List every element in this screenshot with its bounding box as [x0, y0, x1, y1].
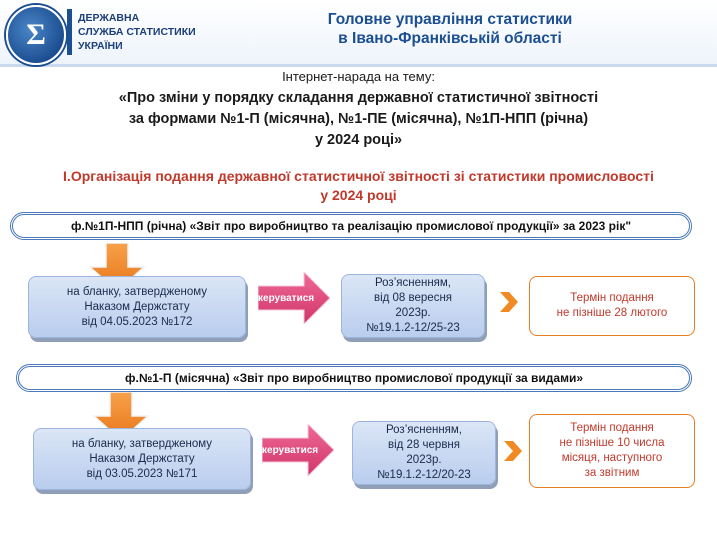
- logo-divider: [67, 9, 72, 55]
- header-title: Головне управління статистики в Івано-Фр…: [327, 11, 573, 47]
- right-arrow-icon: [258, 272, 330, 324]
- deadline-box: Термін подання не пізніше 28 лютого: [529, 276, 695, 336]
- deadline-box: Термін подання не пізніше 10 числа місяц…: [529, 414, 695, 488]
- clarification-box: Роз’ясненням, від 08 вересня 2023р. №19.…: [341, 274, 485, 338]
- blank-approval-box: на бланку, затвердженому Наказом Держста…: [28, 276, 246, 338]
- arrow-label: керуватися: [258, 293, 315, 304]
- organization-name: ДЕРЖАВНА СЛУЖБА СТАТИСТИКИ УКРАЇНИ: [78, 12, 196, 52]
- chevron-right-icon: [504, 441, 522, 461]
- meeting-topic: «Про зміни у порядку складання державної…: [118, 90, 599, 148]
- section-heading: І.Організація подання державної статисти…: [63, 168, 654, 203]
- blank-approval-box: на бланку, затвердженому Наказом Держста…: [33, 428, 251, 490]
- stats-service-emblem-icon: Σ: [6, 5, 66, 65]
- intro-text: Інтернет-нарада на тему:: [282, 69, 435, 84]
- form-banner-1p: ф.№1-П (місячна) «Звіт про виробництво п…: [16, 364, 692, 392]
- arrow-label: керуватися: [262, 445, 319, 456]
- clarification-box: Роз’ясненням, від 28 червня 2023р. №19.1…: [352, 421, 496, 485]
- form-banner-1p-npp: ф.№1П-НПП (річна) «Звіт про виробництво …: [10, 212, 692, 240]
- header: Σ ДЕРЖАВНА СЛУЖБА СТАТИСТИКИ УКРАЇНИ Гол…: [0, 0, 717, 67]
- chevron-right-icon: [500, 292, 518, 312]
- right-arrow-icon: [262, 424, 334, 476]
